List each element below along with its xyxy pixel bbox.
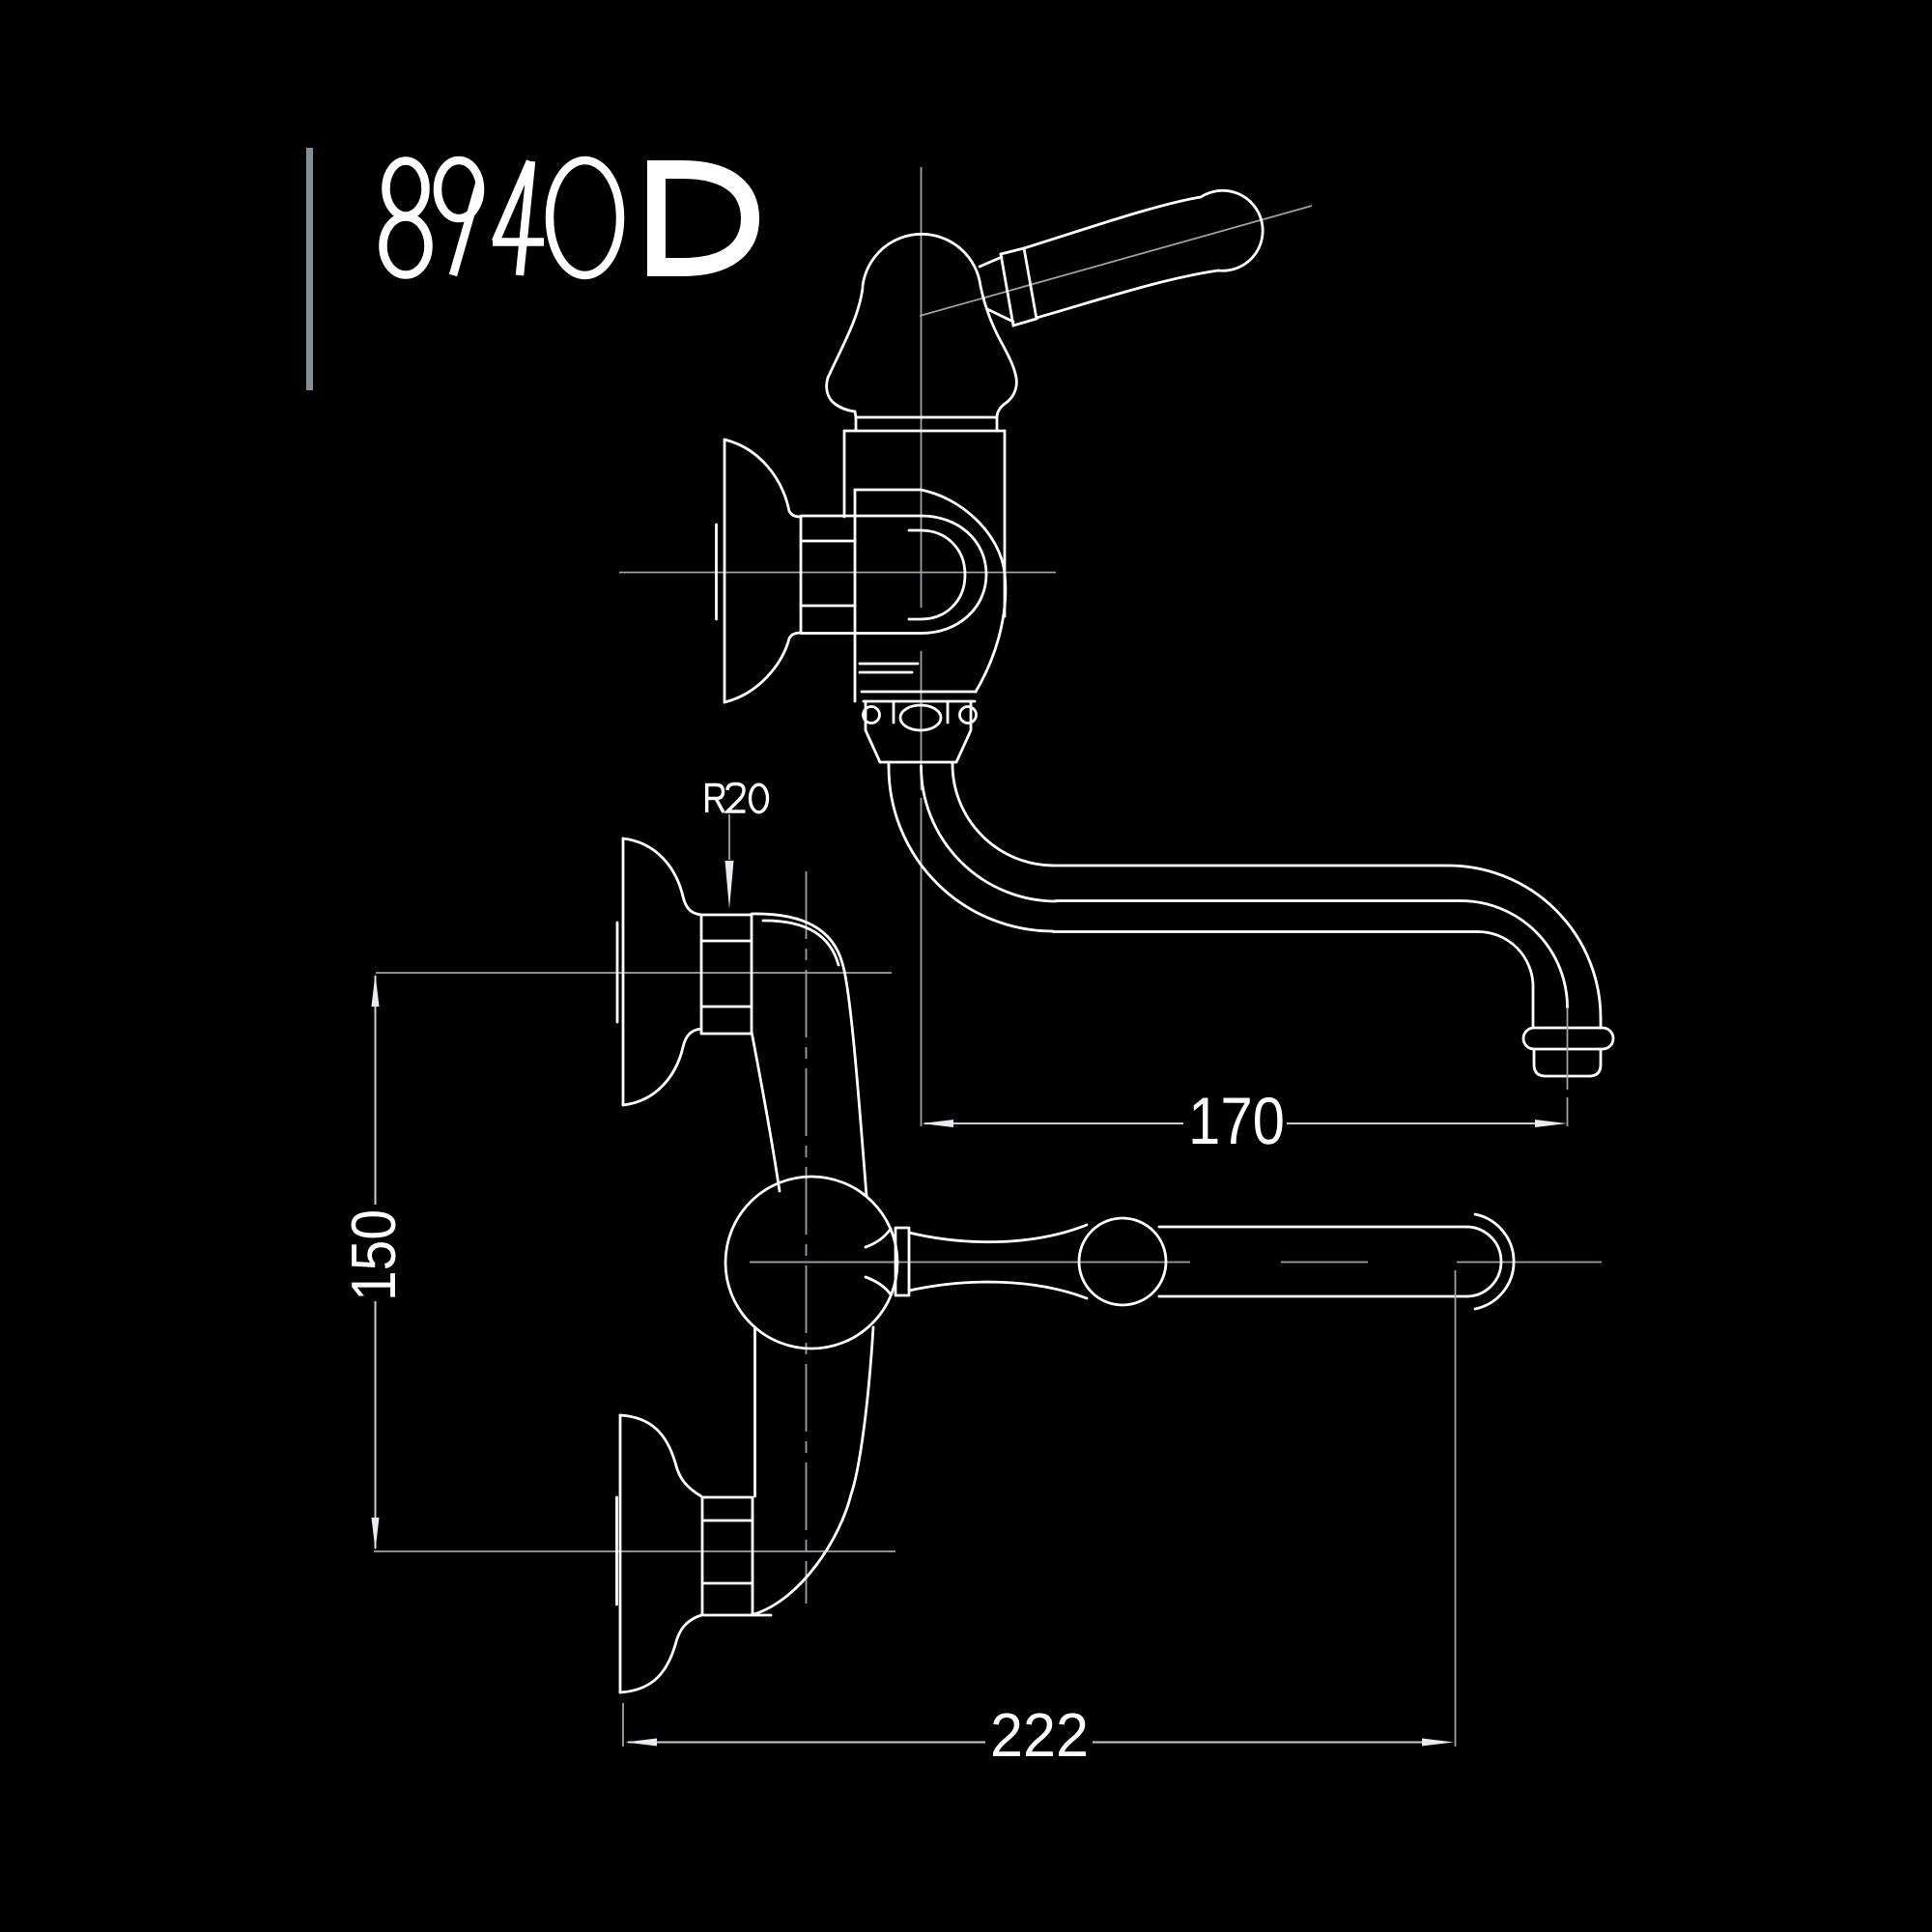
svg-text:150: 150 xyxy=(338,1209,409,1301)
svg-text:170: 170 xyxy=(1188,1084,1285,1158)
svg-text:222: 222 xyxy=(990,1700,1089,1770)
